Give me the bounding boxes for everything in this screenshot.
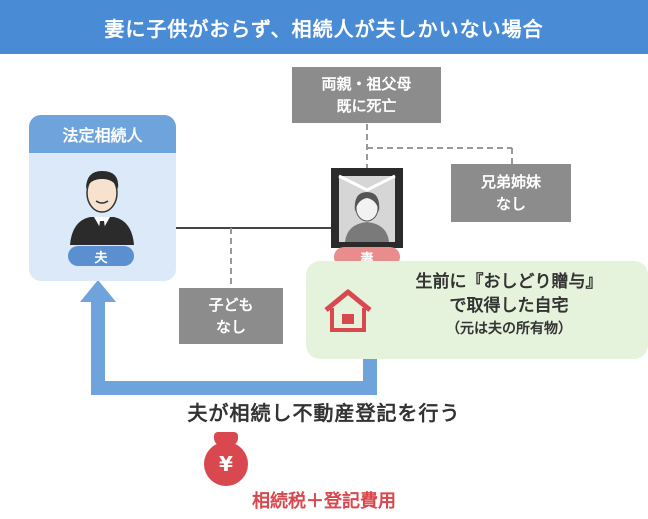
cost-label: 相続税＋登記費用 bbox=[252, 491, 396, 512]
wife-portrait-icon bbox=[338, 174, 396, 242]
siblings-line2: なし bbox=[495, 195, 526, 213]
action-label: 夫が相続し不動産登記を行う bbox=[187, 401, 461, 425]
legal-heir-title-text: 法定相続人 bbox=[62, 126, 143, 145]
siblings-line1: 兄弟姉妹 bbox=[480, 173, 541, 191]
cost-text: 相続税＋登記費用 bbox=[0, 487, 648, 513]
page-title-banner: 妻に子供がおらず、相続人が夫しかいない場合 bbox=[0, 0, 648, 54]
house-icon bbox=[324, 289, 372, 332]
yen-symbol: ¥ bbox=[219, 452, 233, 476]
legal-heir-title: 法定相続人 bbox=[29, 115, 176, 153]
husband-label-pill: 夫 bbox=[68, 246, 134, 266]
inheritance-arrow-head bbox=[80, 280, 116, 302]
parents-deceased-box: 両親・祖父母 既に死亡 bbox=[292, 67, 441, 123]
siblings-none-box: 兄弟姉妹 なし bbox=[451, 164, 571, 222]
children-line2: なし bbox=[215, 318, 246, 336]
parents-line2: 既に死亡 bbox=[336, 97, 397, 115]
inheritance-arrow-path bbox=[91, 300, 377, 395]
parents-line1: 両親・祖父母 bbox=[321, 75, 412, 93]
children-line1: 子ども bbox=[208, 296, 254, 314]
home-description: 生前に『おしどり贈与』 で取得した自宅 （元は夫の所有物） bbox=[378, 270, 640, 340]
money-bag-icon: ¥ bbox=[204, 442, 248, 486]
children-none-box: 子ども なし bbox=[179, 288, 283, 344]
husband-label: 夫 bbox=[94, 250, 108, 266]
home-line3: （元は夫の所有物） bbox=[446, 321, 572, 337]
husband-icon bbox=[70, 171, 134, 245]
page-title: 妻に子供がおらず、相続人が夫しかいない場合 bbox=[104, 16, 544, 41]
action-text: 夫が相続し不動産登記を行う bbox=[0, 397, 648, 426]
home-line2: で取得した自宅 bbox=[449, 296, 569, 316]
home-line1: 生前に『おしどり贈与』 bbox=[415, 272, 603, 292]
